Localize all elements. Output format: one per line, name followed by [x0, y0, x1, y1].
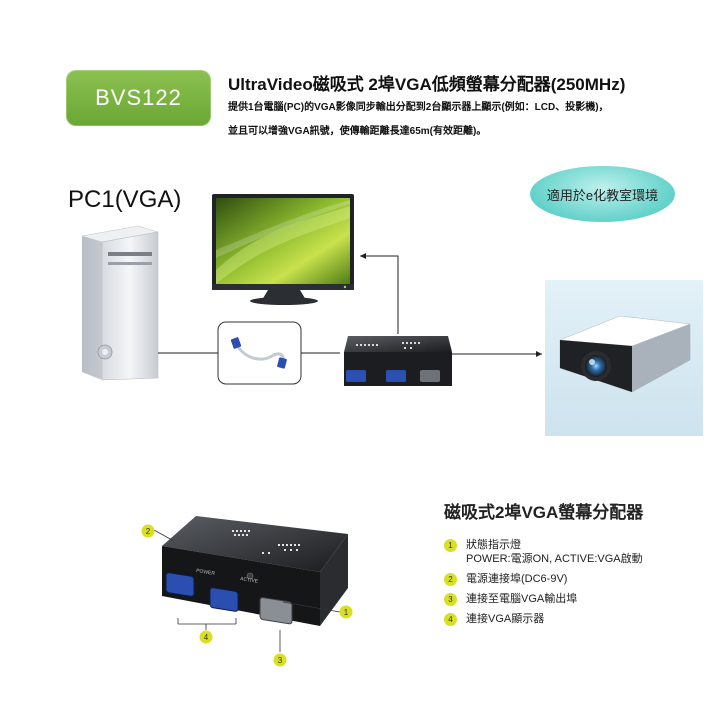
vga-out-port-2: [209, 587, 239, 612]
vga-in-port: [259, 597, 293, 625]
feature-text: 連接至電腦VGA輸出埠: [466, 593, 578, 605]
description-line-2: 並且可以增強VGA訊號，使傳輸距離長達65m(有效距離)。: [228, 126, 487, 137]
power-label: POWER: [196, 568, 216, 577]
vga-cable-icon: [230, 337, 287, 369]
feature-item-1: 1 狀態指示燈 POWER:電源ON, ACTIVE:VGA啟動: [444, 538, 643, 566]
callout-1: 1: [339, 605, 353, 619]
callout-lines: [153, 529, 341, 652]
status-led: [246, 572, 254, 580]
feature-number: 3: [444, 593, 457, 606]
splitter-small: [344, 336, 452, 386]
splitter-large: POWER ACTIVE: [162, 516, 348, 626]
feature-subtext: POWER:電源ON, ACTIVE:VGA啟動: [466, 553, 643, 565]
callout-1-label: 1: [344, 608, 349, 617]
callout-4: 4: [199, 630, 213, 644]
product-title: UltraVideo磁吸式 2埠VGA低頻螢幕分配器(250MHz): [228, 75, 626, 94]
lcd-monitor: [212, 194, 354, 305]
feature-item-2: 2 電源連接埠(DC6-9V): [444, 572, 567, 586]
pc-tower: [81, 225, 159, 381]
vga-out-port-1: [165, 572, 195, 597]
usage-badge: 適用於e化教室環境: [530, 166, 675, 222]
callout-4-label: 4: [204, 633, 209, 642]
callout-3-label: 3: [278, 656, 283, 665]
feature-number: 1: [444, 539, 457, 552]
active-label: ACTIVE: [240, 576, 259, 585]
feature-text: 電源連接埠(DC6-9V): [466, 573, 568, 585]
callout-3: 3: [273, 653, 287, 667]
feature-number: 2: [444, 573, 457, 586]
feature-text: 連接VGA顯示器: [466, 613, 545, 625]
cable-box: [217, 321, 302, 385]
feature-item-3: 3 連接至電腦VGA輸出埠: [444, 592, 577, 606]
feature-number: 4: [444, 613, 457, 626]
pc-label: PC1(VGA): [68, 186, 182, 213]
line-to-monitor: [360, 253, 399, 334]
feature-text: 狀態指示燈: [466, 539, 521, 551]
callout-2: 2: [141, 524, 155, 538]
feature-item-4: 4 連接VGA顯示器: [444, 612, 544, 626]
callout-2-label: 2: [146, 527, 151, 536]
features-title: 磁吸式2埠VGA螢幕分配器: [444, 503, 644, 522]
projector: [545, 280, 703, 436]
model-badge: BVS122: [66, 70, 211, 126]
usage-badge-text: 適用於e化教室環境: [546, 187, 659, 203]
description-line-1: 提供1台電腦(PC)的VGA影像同步輸出分配到2台顯示器上顯示(例如：LCD、投…: [228, 102, 609, 113]
